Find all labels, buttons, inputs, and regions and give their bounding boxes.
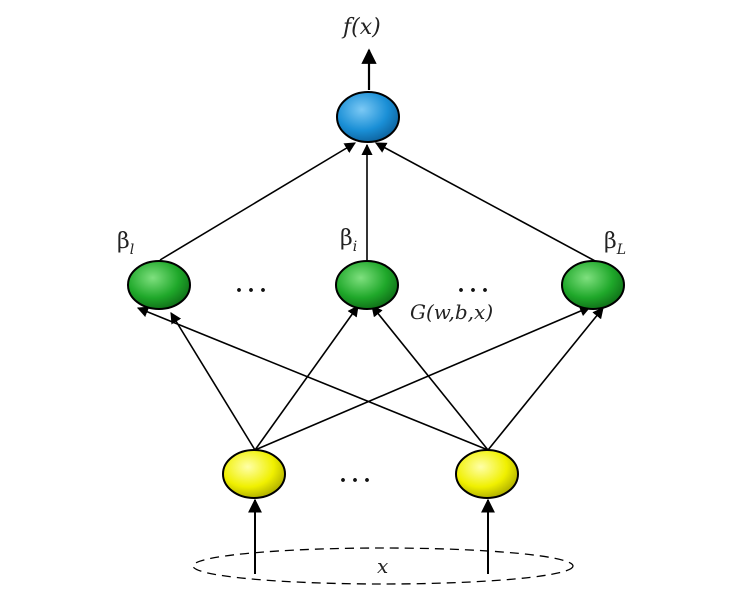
beta-middle-label: βi [340,226,357,255]
hidden-node-last [561,260,625,310]
hidden-node-middle [335,260,399,310]
beta-first-label: βl [117,229,134,258]
edge-in2-hL [487,307,604,451]
beta-last-label: βL [604,229,626,258]
edge-in1-hi [254,305,359,451]
hidden-ellipsis-left: . . . [236,272,266,298]
edge-in1-h1 [170,312,256,451]
input-ellipse [192,547,574,585]
input-node-first [222,449,286,499]
input-node-last [455,449,519,499]
activation-label: G(w,b,x) [410,300,493,324]
edge-in1-hL [254,305,592,451]
edge-h1-out [159,142,356,261]
hidden-to-output-edges [159,142,598,263]
edge-hL-out [375,142,598,263]
output-node [336,91,400,143]
edge-in2-hi [371,305,489,451]
input-to-hidden-edges [136,305,604,451]
edge-in2-h1 [136,306,489,451]
hidden-node-first [127,260,191,310]
input-ellipsis: . . . [340,462,370,488]
output-label: f(x) [341,15,381,40]
input-label: x [377,554,388,578]
hidden-ellipsis-right: . . . [458,272,488,298]
